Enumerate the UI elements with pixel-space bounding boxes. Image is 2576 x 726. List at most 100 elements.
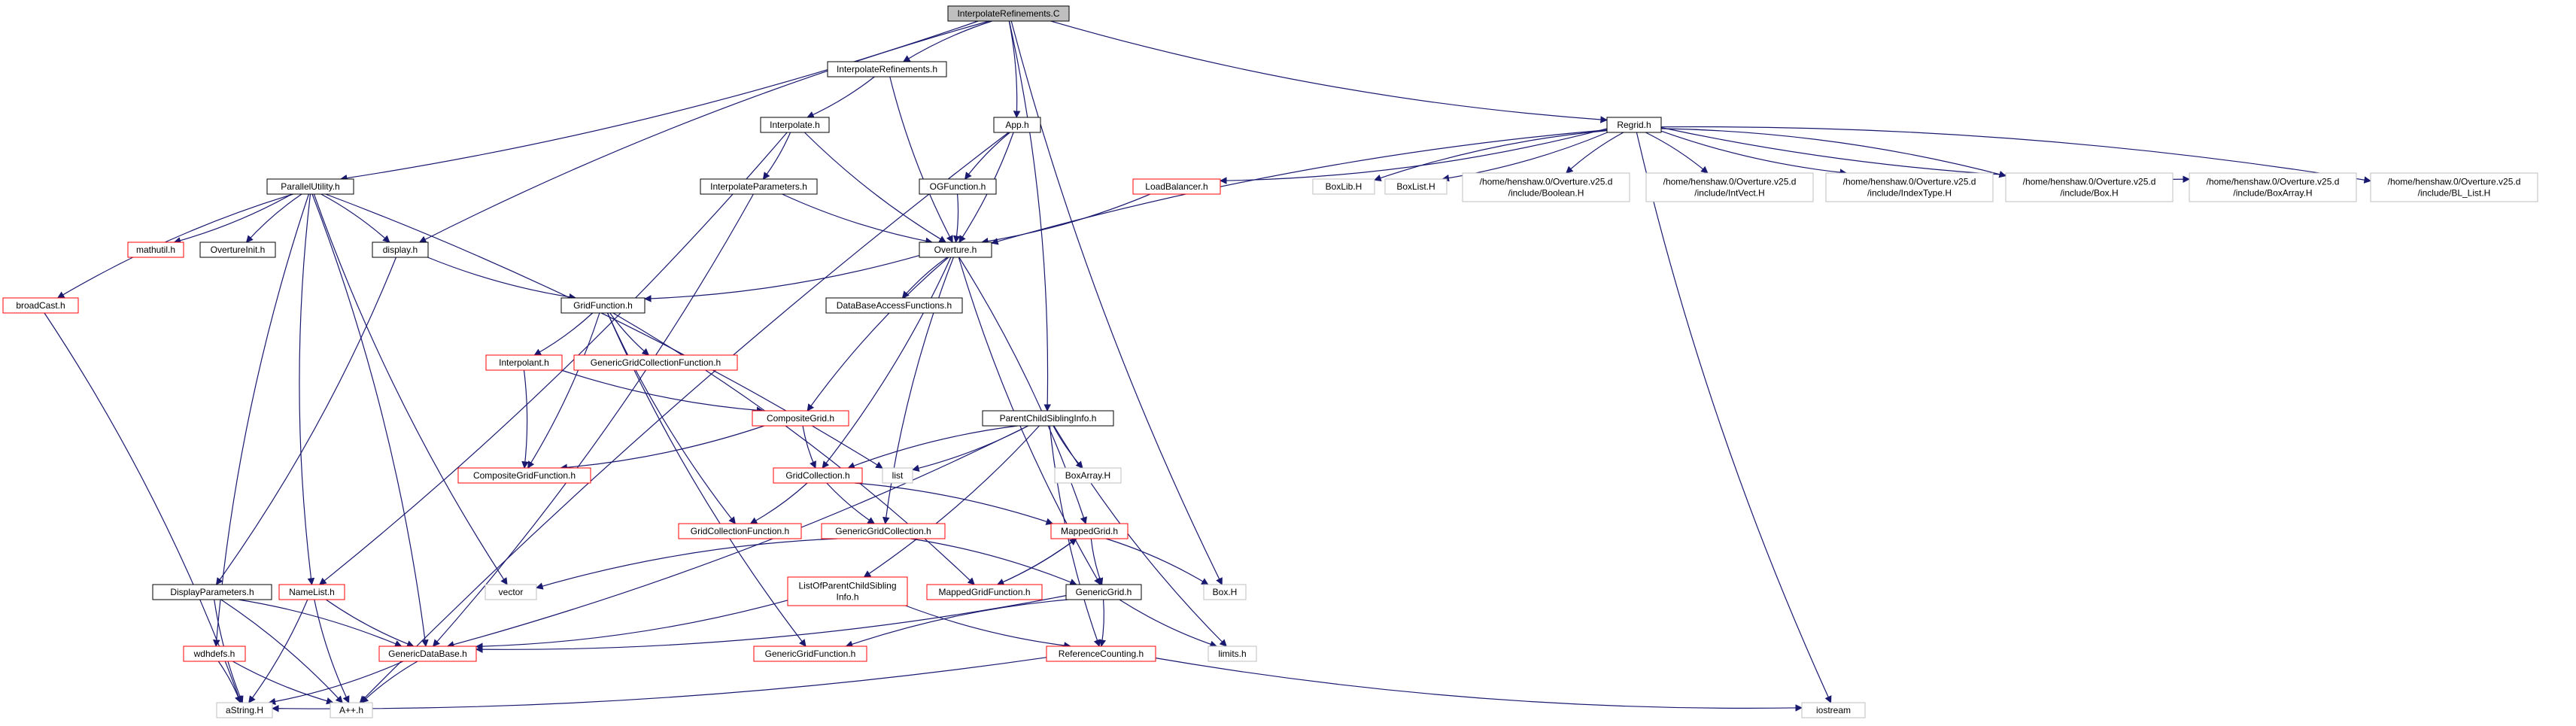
node-box [372,241,429,258]
node-OvertureH[interactable]: Overture.h [919,241,992,258]
node-box [787,576,908,606]
node-label: /include/IndexType.H [1867,188,1952,199]
node-BLListH: /home/henshaw.0/Overture.v25.d/include/B… [2370,172,2538,202]
node-GenericGridCollectionH[interactable]: GenericGridCollection.h [821,523,946,539]
node-limitsH: limits.h [1208,646,1257,662]
node-MappedGridH[interactable]: MappedGrid.h [1050,523,1129,539]
node-box [753,646,867,662]
node-label: DataBaseAccessFunctions.h [837,300,952,311]
edge-GridFunctionH-to-GridCollectionFunctionH [607,312,736,524]
edge-ParentChildSiblingInfoH-to-BoxArrayH [1053,425,1083,469]
node-GenericGridH[interactable]: GenericGrid.h [1065,584,1142,600]
edge-InterpolantH-to-CompositeGridH [561,369,764,415]
node-box [560,297,646,314]
node-GenericGridFunctionH[interactable]: GenericGridFunction.h [753,646,867,662]
node-DataBaseAccessFunctionsH[interactable]: DataBaseAccessFunctions.h [825,297,963,314]
node-label: wdhdefs.h [193,649,235,659]
node-GenericDataBaseH[interactable]: GenericDataBase.h [378,646,477,662]
node-AppH[interactable]: App.h [993,117,1041,133]
node-wdhdefsH[interactable]: wdhdefs.h [183,646,246,662]
node-box [378,646,477,662]
node-InterpolateH[interactable]: Interpolate.h [760,117,830,133]
node-box [1606,117,1662,133]
edge-InterpolantH-to-CompositeGridFunctionH [521,369,529,469]
node-box [127,241,184,258]
node-box [1645,172,1814,202]
node-label: /home/henshaw.0/Overture.v25.d [1663,177,1797,187]
node-box [825,297,963,314]
node-InterpolateParametersH[interactable]: InterpolateParameters.h [700,178,818,195]
node-box [993,117,1041,133]
node-displayH[interactable]: display.h [372,241,429,258]
node-box [947,5,1070,22]
node-GridFunctionH[interactable]: GridFunction.h [560,297,646,314]
node-label: A++.h [339,705,363,715]
edge-AppH-to-OGFunctionH [964,132,1010,180]
edge-DisplayParametersH-to-GenericDataBaseH [238,599,402,648]
node-IndexTypeH: /home/henshaw.0/Overture.v25.d/include/I… [1825,172,1994,202]
edge-InterpolateRefinementsC-to-InterpolateRefinementsH [902,20,992,62]
edge-NameListH-to-GenericDataBaseH [325,599,415,648]
node-box [926,584,1043,600]
node-InterpolateRefinementsC[interactable]: InterpolateRefinements.C [947,5,1070,22]
edges-layer [44,20,2371,712]
node-GenericGridCollectionFunctionH[interactable]: GenericGridCollectionFunction.h [573,354,738,371]
edge-InterpolateH-to-OvertureH [803,132,946,243]
node-InterpolantH[interactable]: Interpolant.h [485,354,563,371]
node-OGFunctionH[interactable]: OGFunction.h [919,178,997,195]
node-GridCollectionH[interactable]: GridCollection.h [773,467,863,484]
node-label: InterpolateRefinements.C [957,8,1059,19]
node-BoxArrayH: BoxArray.H [1054,467,1122,484]
node-box [199,241,276,258]
node-broadCastH[interactable]: broadCast.h [2,297,79,314]
edge-OGFunctionH-to-OvertureH [952,193,961,243]
node-MappedGridFunctionH[interactable]: MappedGridFunction.h [926,584,1043,600]
edge-ParallelUtilityH-to-mathutilH [173,193,293,245]
edge-ParentChildSiblingInfoH-to-GenericDataBaseH [446,425,1028,649]
node-label: Regrid.h [1617,120,1651,130]
edge-GenericDataBaseH-to-AppppH [360,661,418,703]
node-mathutilH[interactable]: mathutil.h [127,241,184,258]
node-ParentChildSiblingInfoH[interactable]: ParentChildSiblingInfo.h [982,410,1114,427]
node-box [1046,646,1156,662]
edge-GenericGridH-to-GenericGridFunctionH [845,599,1068,648]
node-box [1801,702,1866,718]
node-box [1065,584,1142,600]
node-label: GenericGridCollectionFunction.h [591,357,721,368]
edge-ParentChildSiblingInfoH-to-ListOfParentChildSiblingInfoH [863,425,1040,578]
node-box [2370,172,2538,202]
edge-InterpolateRefinementsC-to-AppH [1008,20,1021,118]
edge-GridCollectionH-to-GenericGridCollectionH [826,482,875,524]
edge-MappedGridFunctionH-to-MappedGridH [997,538,1077,585]
node-CompositeGridH[interactable]: CompositeGrid.h [752,410,849,427]
edge-displayH-to-GridFunctionH [427,257,577,301]
edge-OvertureH-to-MappedGridH [958,257,1087,524]
node-NameListH[interactable]: NameList.h [278,584,345,600]
node-label: mathutil.h [136,245,175,255]
node-OvertureInitH[interactable]: OvertureInit.h [199,241,276,258]
node-RegridH[interactable]: Regrid.h [1606,117,1662,133]
node-aStringH: aString.H [216,702,273,718]
node-InterpolateRefinementsH[interactable]: InterpolateRefinements.h [827,61,947,77]
node-box [183,646,246,662]
node-BoxH: Box.H [1203,584,1247,600]
node-LoadBalancerH[interactable]: LoadBalancer.h [1132,178,1221,195]
node-DisplayParametersH[interactable]: DisplayParameters.h [152,584,272,600]
edge-GridFunctionH-to-GenericGridCollectionFunctionH [609,312,650,356]
edge-InterpolateRefinementsH-to-InterpolateH [807,76,875,118]
node-BoxH2: /home/henshaw.0/Overture.v25.d/include/B… [2005,172,2174,202]
edge-broadCastH-to-aStringH [44,312,242,703]
node-box [882,467,913,484]
node-ParallelUtilityH[interactable]: ParallelUtility.h [266,178,354,195]
edge-OvertureH-to-DataBaseAccessFunctionsH [901,257,948,299]
node-box [700,178,818,195]
edge-ParallelUtilityH-to-vector [313,193,508,585]
edge-RegridH-to-BooleanH [1566,132,1624,174]
edge-InterpolateParametersH-to-OvertureH [782,193,933,245]
node-CompositeGridFunctionH[interactable]: CompositeGridFunction.h [457,467,591,484]
node-ReferenceCountingH[interactable]: ReferenceCounting.h [1046,646,1156,662]
node-GridCollectionFunctionH[interactable]: GridCollectionFunction.h [678,523,802,539]
node-label: /include/Box.H [2060,188,2118,199]
edge-GridCollectionH-to-MappedGridH [854,482,1054,525]
